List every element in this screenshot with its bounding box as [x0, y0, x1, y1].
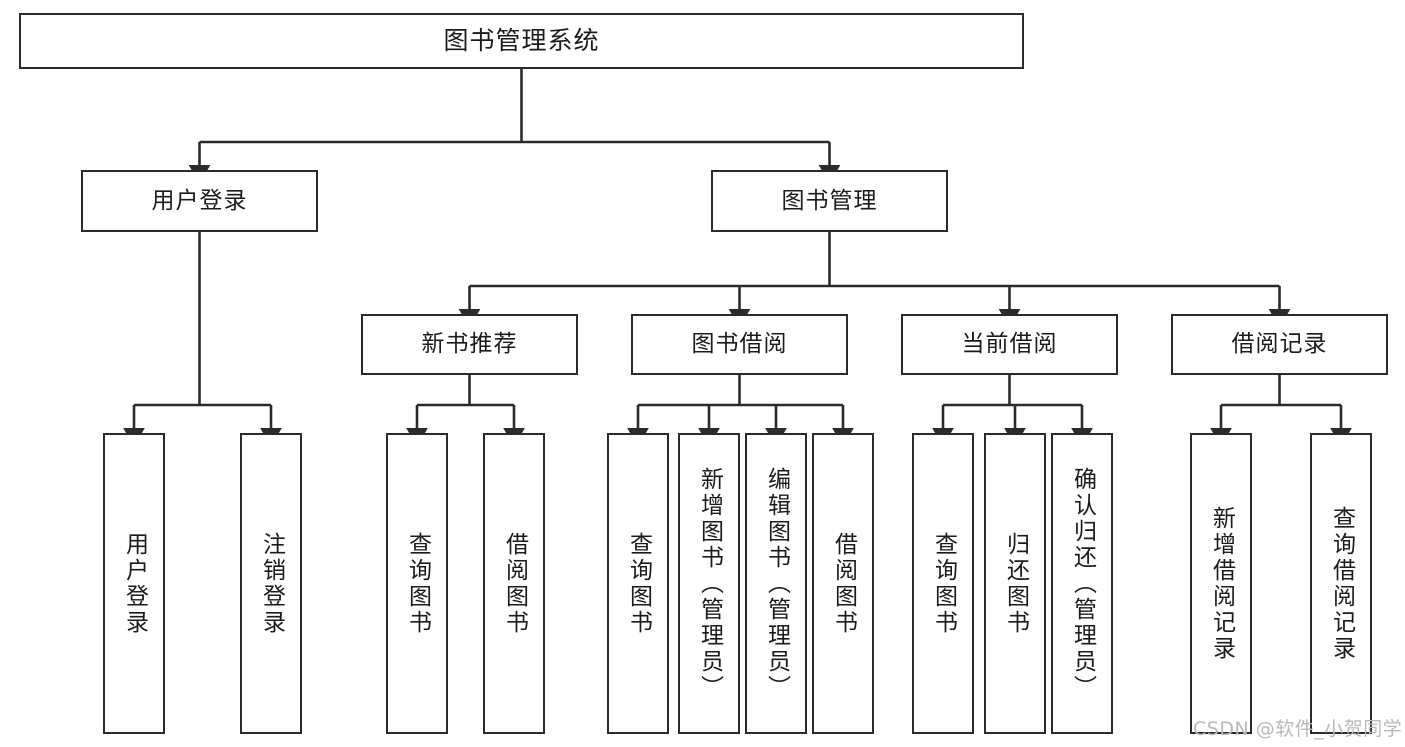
node-label: 新书推荐 — [421, 331, 518, 358]
node-records[interactable]: 借阅记录 — [1171, 314, 1388, 375]
node-newbook[interactable]: 新书推荐 — [361, 314, 578, 375]
node-root[interactable]: 图书管理系统 — [19, 13, 1024, 69]
node-bookmgmt[interactable]: 图书管理 — [711, 170, 948, 232]
node-label: 编辑图书（管理员） — [763, 466, 790, 701]
node-leaf-cur-1[interactable]: 查询图书 — [912, 433, 974, 734]
node-label: 图书借阅 — [691, 331, 788, 358]
node-current[interactable]: 当前借阅 — [901, 314, 1118, 375]
node-leaf-cur-2[interactable]: 归还图书 — [984, 433, 1046, 734]
node-leaf-bor-4[interactable]: 借阅图书 — [812, 433, 874, 734]
node-label: 注销登录 — [258, 531, 285, 636]
node-label: 确认归还（管理员） — [1069, 466, 1096, 701]
node-leaf-rec-2[interactable]: 查询借阅记录 — [1310, 433, 1372, 734]
node-label: 查询图书 — [930, 531, 957, 636]
node-leaf-new-1[interactable]: 查询图书 — [386, 433, 448, 734]
node-label: 归还图书 — [1002, 531, 1029, 636]
node-label: 借阅图书 — [501, 531, 528, 636]
node-leaf-rec-1[interactable]: 新增借阅记录 — [1190, 433, 1252, 734]
node-leaf-login-2[interactable]: 注销登录 — [240, 433, 302, 734]
node-label: 新增借阅记录 — [1208, 505, 1235, 662]
node-label: 借阅图书 — [830, 531, 857, 636]
node-leaf-bor-1[interactable]: 查询图书 — [607, 433, 669, 734]
node-label: 图书管理系统 — [443, 25, 600, 55]
node-label: 查询图书 — [404, 531, 431, 636]
node-login[interactable]: 用户登录 — [81, 170, 318, 232]
node-borrow[interactable]: 图书借阅 — [631, 314, 848, 375]
node-leaf-new-2[interactable]: 借阅图书 — [483, 433, 545, 734]
node-label: 查询借阅记录 — [1328, 505, 1355, 662]
node-label: 图书管理 — [781, 187, 878, 214]
node-label: 借阅记录 — [1231, 331, 1328, 358]
node-label: 用户登录 — [151, 187, 248, 214]
node-leaf-login-1[interactable]: 用户登录 — [103, 433, 165, 734]
node-leaf-bor-3[interactable]: 编辑图书（管理员） — [745, 433, 807, 734]
node-label: 新增图书（管理员） — [696, 466, 723, 701]
node-label: 查询图书 — [625, 531, 652, 636]
node-leaf-cur-3[interactable]: 确认归还（管理员） — [1051, 433, 1113, 734]
node-label: 用户登录 — [121, 531, 148, 636]
node-leaf-bor-2[interactable]: 新增图书（管理员） — [678, 433, 740, 734]
node-label: 当前借阅 — [961, 331, 1058, 358]
